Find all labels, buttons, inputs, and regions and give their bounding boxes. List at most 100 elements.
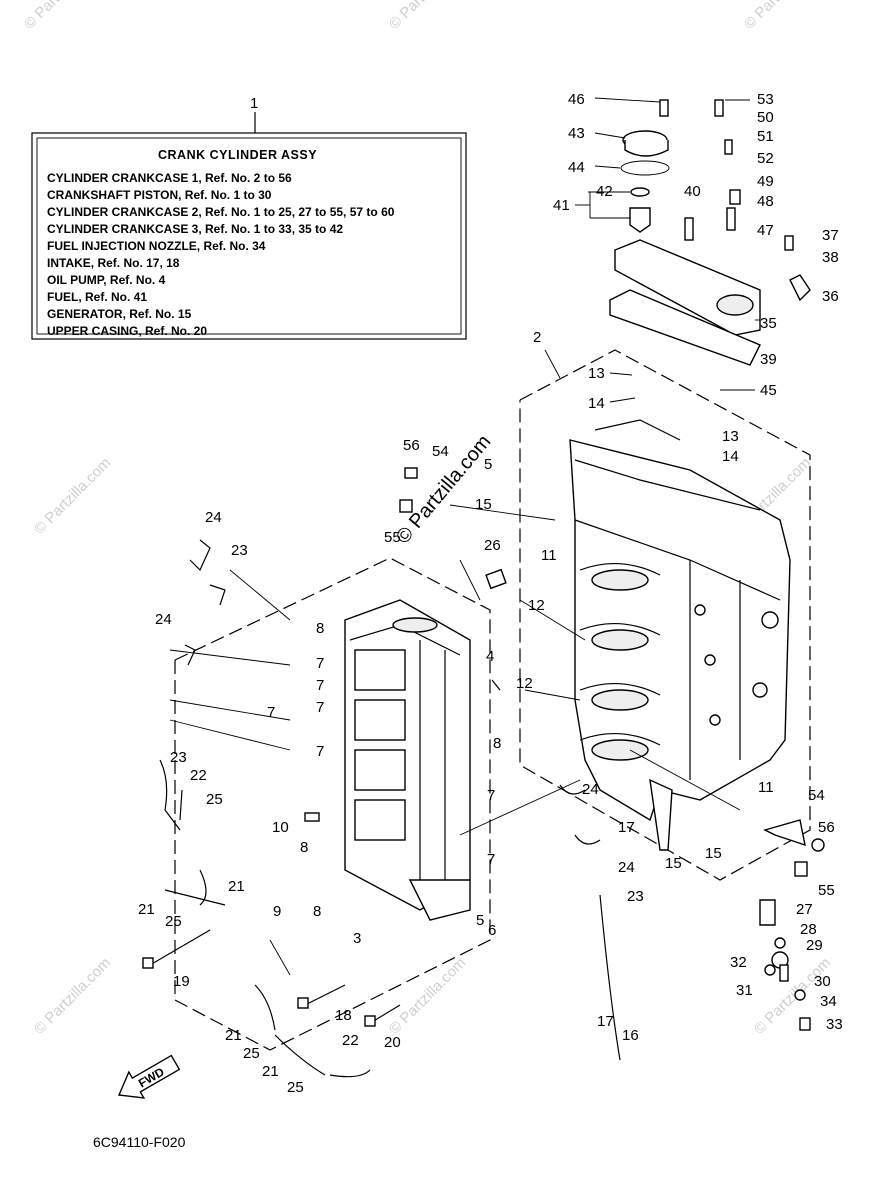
- callout-label: 20: [384, 1034, 401, 1051]
- cylinder-block-left: [344, 599, 471, 921]
- watermark-mid-left: © Partzilla.com: [31, 454, 114, 537]
- legend-line: FUEL INJECTION NOZZLE, Ref. No. 34: [47, 239, 266, 253]
- callout-label: 43: [568, 125, 585, 142]
- watermark-bottom-left: © Partzilla.com: [31, 954, 114, 1037]
- callout-label: 11: [541, 547, 557, 564]
- callout-label: 21: [228, 878, 245, 895]
- callout-label: 8: [313, 903, 321, 920]
- fwd-arrow: FWD: [118, 1054, 181, 1099]
- legend-line: CYLINDER CRANKCASE 3, Ref. No. 1 to 33, …: [47, 222, 343, 236]
- callout-label: 51: [757, 128, 774, 145]
- callout-label: 52: [757, 150, 774, 167]
- legend-line: INTAKE, Ref. No. 17, 18: [47, 256, 180, 270]
- callout-label: 24: [155, 611, 172, 628]
- callout-label: 48: [757, 193, 774, 210]
- callout-label: 22: [342, 1032, 359, 1049]
- watermark-top-right: © Partzilla.com: [741, 0, 824, 33]
- callout-label: 24: [205, 509, 222, 526]
- callout-label: 4: [486, 648, 494, 665]
- callout-label: 7: [316, 655, 324, 672]
- callout-label: 7: [487, 787, 495, 804]
- callout-label: 17: [597, 1013, 614, 1030]
- callout-label: 54: [432, 443, 449, 460]
- callout-label: 15: [665, 855, 682, 872]
- legend-line: CYLINDER CRANKCASE 2, Ref. No. 1 to 25, …: [47, 205, 395, 219]
- assembly-outlines: [174, 349, 811, 1051]
- drawing-code: 6C94110-F020: [93, 1134, 186, 1150]
- callout-label: 25: [165, 913, 182, 930]
- callout-label: 12: [528, 597, 545, 614]
- callout-label: 19: [173, 973, 190, 990]
- callout-label: 24: [582, 781, 599, 798]
- callout-label: 3: [353, 930, 361, 947]
- callout-label: 26: [484, 537, 501, 554]
- legend-line: OIL PUMP, Ref. No. 4: [47, 273, 166, 287]
- callout-label: 9: [273, 903, 281, 920]
- callout-label: 45: [760, 382, 777, 399]
- callout-label: 34: [820, 993, 837, 1010]
- callout-label: 27: [796, 901, 813, 918]
- callout-label: 40: [684, 183, 701, 200]
- callout-label: 6: [488, 922, 496, 939]
- callout-label: 54: [808, 787, 825, 804]
- callout-label: 25: [243, 1045, 260, 1062]
- callout-label: 29: [806, 937, 823, 954]
- legend-line: CRANKSHAFT PISTON, Ref. No. 1 to 30: [47, 188, 272, 202]
- callout-label: 24: [618, 859, 635, 876]
- callout-label: 46: [568, 91, 585, 108]
- callout-label: 56: [403, 437, 420, 454]
- callout-label: 36: [822, 288, 839, 305]
- callout-label: 16: [622, 1027, 639, 1044]
- callout-label: 50: [757, 109, 774, 126]
- callout-label: 5: [476, 912, 484, 929]
- callout-label: 25: [287, 1079, 304, 1096]
- top-cover-assembly: [609, 99, 811, 366]
- callout-label: 15: [475, 496, 492, 513]
- callout-label: 10: [272, 819, 289, 836]
- legend-ref: 1: [250, 95, 258, 112]
- callout-label: 56: [818, 819, 835, 836]
- callout-label: 8: [316, 620, 324, 637]
- callout-label: 8: [493, 735, 501, 752]
- callout-label: 15: [705, 845, 722, 862]
- callout-label: 53: [757, 91, 774, 108]
- callout-label: 41: [553, 197, 570, 214]
- legend-line: FUEL, Ref. No. 41: [47, 290, 147, 304]
- callout-label: 2: [533, 329, 541, 346]
- legend-box: 1 CRANK CYLINDER ASSY CYLINDER CRANKCASE…: [31, 95, 467, 340]
- callout-label: 44: [568, 159, 585, 176]
- callout-label: 13: [722, 428, 739, 445]
- callout-label: 35: [760, 315, 777, 332]
- watermark-bottom-mid: © Partzilla.com: [386, 954, 469, 1037]
- callout-label: 7: [316, 699, 324, 716]
- callout-label: 28: [800, 921, 817, 938]
- callout-label: 13: [588, 365, 605, 382]
- callout-label: 8: [300, 839, 308, 856]
- callout-label: 5: [484, 456, 492, 473]
- callout-label: 7: [316, 677, 324, 694]
- legend-line: GENERATOR, Ref. No. 15: [47, 307, 192, 321]
- callout-label: 32: [730, 954, 747, 971]
- callout-label: 55: [818, 882, 835, 899]
- callout-label: 7: [487, 851, 495, 868]
- watermark-top-left: © Partzilla.com: [21, 0, 104, 33]
- callout-labels: 46 53 50 43 51 52 44 49 42 40 48 41 47 3…: [138, 91, 843, 1096]
- callout-label: 14: [722, 448, 739, 465]
- callout-label: 30: [814, 973, 831, 990]
- callout-label: 7: [316, 743, 324, 760]
- callout-label: 25: [206, 791, 223, 808]
- callout-label: 23: [231, 542, 248, 559]
- callout-label: 17: [618, 819, 635, 836]
- fasteners: [142, 467, 825, 1031]
- callout-label: 38: [822, 249, 839, 266]
- callout-label: 23: [170, 749, 187, 766]
- callout-label: 42: [596, 183, 613, 200]
- callout-label: 23: [627, 888, 644, 905]
- callout-label: 21: [138, 901, 155, 918]
- callout-label: 49: [757, 173, 774, 190]
- callout-label: 55: [384, 529, 401, 546]
- callout-label: 12: [516, 675, 533, 692]
- legend-line: CYLINDER CRANKCASE 1, Ref. No. 2 to 56: [47, 171, 292, 185]
- callout-label: 31: [736, 982, 753, 999]
